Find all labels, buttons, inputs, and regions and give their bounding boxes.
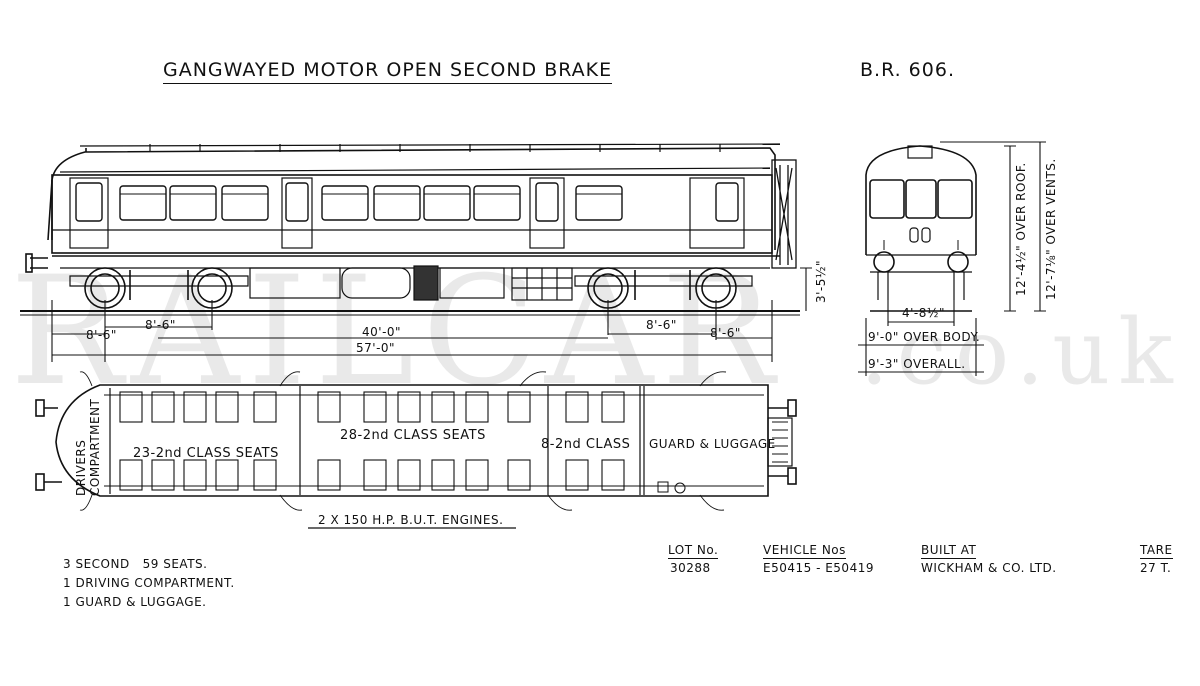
- label-28-seats: 28-2nd CLASS SEATS: [340, 428, 486, 443]
- label-engines: 2 X 150 H.P. B.U.T. ENGINES.: [318, 513, 504, 527]
- watermark-suffix: .co.uk: [860, 300, 1181, 405]
- dim-height-over-roof: 12'-4½" OVER ROOF.: [1014, 162, 1028, 296]
- label-guard-luggage: GUARD & LUGGAGE: [649, 437, 776, 451]
- summary-line-1: 3 SECOND 59 SEATS.: [63, 557, 208, 571]
- label-8-seats: 8-2nd CLASS: [541, 437, 631, 452]
- vehicle-header: VEHICLE Nos: [763, 543, 846, 559]
- tare-header: TARE: [1140, 543, 1173, 559]
- dim-floor-height: 3'-5½": [814, 259, 828, 303]
- summary-line-2: 1 DRIVING COMPARTMENT.: [63, 576, 235, 590]
- built-value: WICKHAM & CO. LTD.: [921, 561, 1057, 575]
- label-23-seats: 23-2nd CLASS SEATS: [133, 446, 279, 461]
- right-bogie: [574, 267, 753, 309]
- vehicle-value: E50415 - E50419: [763, 561, 874, 575]
- dim-width-overall: 9'-3" OVERALL.: [868, 357, 966, 371]
- side-dimension-lines: [51, 300, 773, 362]
- dim-bogie-wheelbase-right: 8'-6": [646, 318, 677, 332]
- dim-height-over-vents: 12'-7⅛" OVER VENTS.: [1044, 158, 1058, 300]
- built-header: BUILT AT: [921, 543, 977, 559]
- dim-bogie-centres: 40'-0": [362, 325, 402, 339]
- dim-bogie-wheelbase-left: 8'-6": [145, 318, 176, 332]
- tare-value: 27 T.: [1140, 561, 1172, 575]
- dim-bogie-pitch-right: 8'-6": [710, 326, 741, 340]
- lot-header: LOT No.: [668, 543, 719, 559]
- dim-bogie-pitch-left: 8'-6": [86, 328, 117, 342]
- side-elevation: [20, 143, 812, 316]
- dim-buffer-centres: 4'-8½": [902, 306, 946, 320]
- drawing-title: GANGWAYED MOTOR OPEN SECOND BRAKE: [163, 59, 613, 84]
- summary-line-3: 1 GUARD & LUGGAGE.: [63, 595, 207, 609]
- label-drivers-compartment: DRIVERS COMPARTMENT: [74, 398, 102, 496]
- end-elevation: [858, 141, 1046, 376]
- dim-length-over-body: 57'-0": [356, 341, 396, 355]
- diagram-number: B.R. 606.: [860, 59, 955, 81]
- watermark-main: RAILCAR: [10, 245, 783, 419]
- left-bogie: [69, 267, 249, 309]
- dim-width-over-body: 9'-0" OVER BODY.: [868, 330, 981, 344]
- lot-value: 30288: [670, 561, 711, 575]
- plan-view: [35, 371, 797, 529]
